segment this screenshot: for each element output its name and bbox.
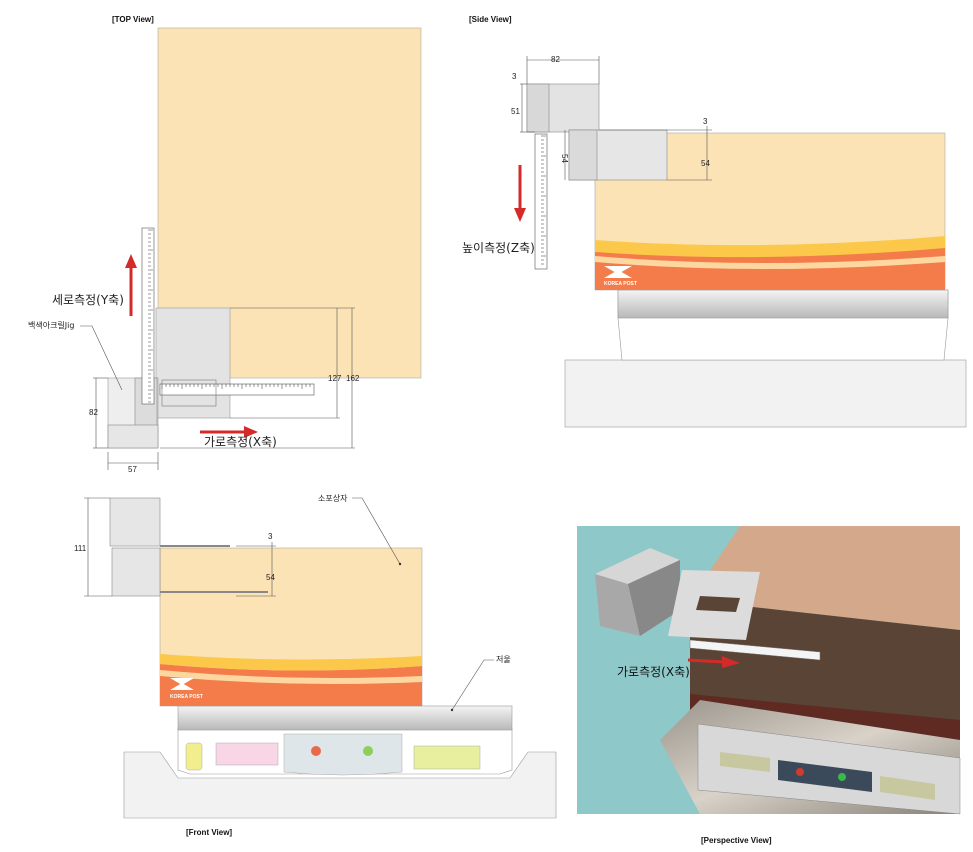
front-brand: KOREA POST <box>170 694 203 700</box>
front-jig-body <box>111 547 161 597</box>
persp-jig-side <box>628 560 680 636</box>
persp-box-top <box>690 526 960 630</box>
side-brand: KOREA POST <box>604 281 637 287</box>
side-jig-post <box>526 83 550 133</box>
side-z-ruler-ticks <box>541 135 546 265</box>
dim-3-side-b: 3 <box>703 117 708 126</box>
front-scale-base <box>123 751 557 819</box>
side-z-arrowhead <box>514 208 526 222</box>
dim-111: 111 <box>74 544 87 553</box>
front-scale-control-panel <box>283 733 403 776</box>
front-scale-red-button <box>311 746 321 756</box>
front-jig-head <box>109 497 161 547</box>
persp-scale-display-right <box>880 776 935 800</box>
top-x-arrowhead <box>244 426 258 438</box>
top-y-arrowhead <box>125 254 137 268</box>
dim-54-side-b: 54 <box>701 159 710 168</box>
side-view-title: [Side View] <box>469 15 512 24</box>
front-scale-green-button <box>363 746 373 756</box>
front-scale-display-yellow <box>413 745 481 770</box>
front-box-light-stripe <box>160 670 422 684</box>
persp-jig-window <box>696 596 740 612</box>
front-view-title: [Front View] <box>186 828 232 837</box>
dim-82-top: 82 <box>89 408 98 417</box>
side-jig-arm-block <box>568 129 598 181</box>
persp-red-button <box>796 768 804 776</box>
persp-x-arrowhead <box>722 656 740 668</box>
side-box-yellow-stripe <box>595 236 945 258</box>
perspective-view: 가로측정(X축) [Perspective View] <box>577 526 961 845</box>
scale-leader <box>451 659 494 711</box>
x-measure-label: 가로측정(X축) <box>204 435 277 449</box>
top-x-ruler <box>159 383 315 396</box>
side-scale-base <box>564 359 967 428</box>
front-box-orange-band <box>160 664 422 706</box>
dim-54-side-a: 54 <box>560 154 569 163</box>
dim-127: 127 <box>328 374 342 383</box>
top-jig-window <box>161 379 217 407</box>
dim-3-front: 3 <box>268 532 273 541</box>
leader-dot <box>398 562 402 566</box>
small-box-leader <box>352 497 401 565</box>
persp-x-arrow <box>687 658 725 664</box>
top-y-ruler-ticks <box>148 229 153 403</box>
persp-scale-display-left <box>720 752 770 772</box>
leader-dot <box>450 708 454 712</box>
persp-green-button <box>838 773 846 781</box>
y-measure-label: 세로측정(Y축) <box>52 293 124 307</box>
persp-x-measure-label: 가로측정(X축) <box>617 665 690 679</box>
front-box-yellow-stripe <box>160 654 422 671</box>
top-view-title: [TOP View] <box>112 15 154 24</box>
top-jig-foot <box>107 424 159 449</box>
acrylic-jig-leader <box>80 325 123 391</box>
top-y-ruler <box>141 227 155 405</box>
side-z-ruler <box>534 133 548 270</box>
front-korea-post-logo: KOREA POST <box>170 678 203 700</box>
acrylic-jig-label: 백색아크릴Jig <box>28 320 74 330</box>
persp-scale-panel <box>778 760 872 792</box>
dim-82-side: 82 <box>551 55 560 64</box>
dim-57: 57 <box>128 465 137 474</box>
front-scale-display-pink <box>215 742 279 766</box>
dim-54-front: 54 <box>266 573 275 582</box>
scale-label: 저울 <box>496 655 511 664</box>
dim-162: 162 <box>346 374 360 383</box>
side-scale-platform <box>617 289 949 319</box>
persp-jig-top <box>595 548 680 584</box>
front-scale-platform <box>177 705 513 731</box>
side-korea-post-logo: KOREA POST <box>604 266 637 287</box>
side-view: [Side View] KOREA POST 높이측정(Z축) 82 <box>462 15 967 428</box>
top-view: [TOP View] 세로측정(Y축) 가로측정(X축) 백색아크릴Jig 12… <box>28 15 422 474</box>
persp-x-ruler <box>689 639 821 661</box>
z-measure-label: 높이측정(Z축) <box>462 241 535 255</box>
front-scale-left-panel <box>185 742 203 771</box>
front-view: KOREA POST 111 3 54 소포상자 저울 [Front View] <box>74 493 557 837</box>
side-box-light-stripe <box>595 256 945 269</box>
top-jig-plate <box>155 307 231 419</box>
dim-51: 51 <box>511 107 520 116</box>
perspective-view-title: [Perspective View] <box>701 836 772 845</box>
dim-3-side-a: 3 <box>512 72 517 81</box>
small-box-label: 소포상자 <box>318 493 348 503</box>
